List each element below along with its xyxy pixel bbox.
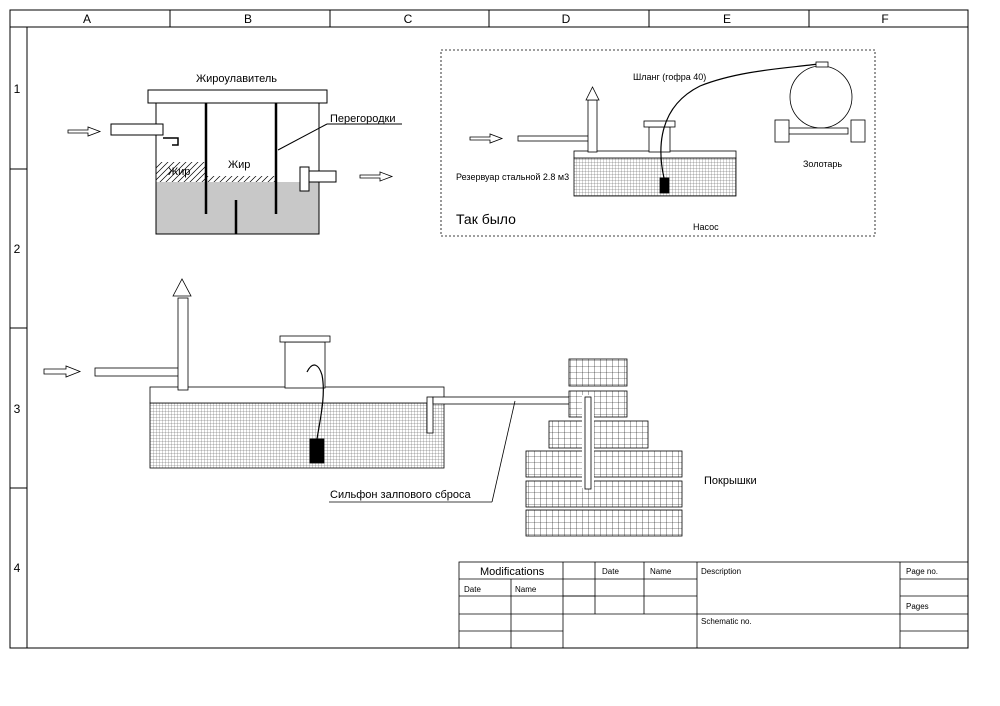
tire xyxy=(568,390,628,418)
tire xyxy=(525,509,683,537)
row-labels: 1 2 3 4 xyxy=(14,82,21,575)
arrow-right-icon xyxy=(43,365,82,378)
row-label: 4 xyxy=(14,561,21,575)
column-label: F xyxy=(881,12,888,26)
tire xyxy=(525,450,683,478)
fat-label-right: Жир xyxy=(228,159,250,171)
pages-header: Pages xyxy=(906,602,929,611)
column-label: B xyxy=(244,12,252,26)
arrow-right-icon xyxy=(469,133,504,144)
arrow-up-icon xyxy=(585,86,600,101)
row-label: 1 xyxy=(14,82,21,96)
tire xyxy=(525,480,683,508)
schematic-no-header: Schematic no. xyxy=(701,617,752,626)
date-header-2: Date xyxy=(602,567,619,576)
arrow-right-icon xyxy=(67,126,102,137)
row-label: 2 xyxy=(14,242,21,256)
title-block xyxy=(458,561,969,649)
row-label: 3 xyxy=(14,402,21,416)
column-label: D xyxy=(562,12,571,26)
before-caption: Так было xyxy=(456,211,516,227)
truck-label: Золотарь xyxy=(803,159,842,169)
tires-label: Покрышки xyxy=(704,475,757,487)
tire-stack xyxy=(525,358,683,537)
main-scheme xyxy=(43,278,592,503)
name-header: Name xyxy=(515,585,537,594)
tire xyxy=(568,358,628,387)
grease-trap xyxy=(110,89,402,235)
column-label: C xyxy=(404,12,413,26)
arrow-right-icon xyxy=(359,171,394,182)
modifications-header: Modifications xyxy=(480,566,545,578)
description-header: Description xyxy=(701,567,741,576)
name-header-2: Name xyxy=(650,567,672,576)
fat-label-left: Жир xyxy=(168,166,190,178)
arrow-up-icon xyxy=(172,278,192,297)
bellows-label: Сильфон залпового сброса xyxy=(330,489,472,501)
date-header: Date xyxy=(464,585,481,594)
before-scheme xyxy=(469,61,866,197)
column-label: E xyxy=(723,12,731,26)
page-no-header: Page no. xyxy=(906,567,938,576)
pump-label: Насос xyxy=(693,222,719,232)
tank-label: Резервуар стальной 2.8 м3 xyxy=(456,172,569,182)
column-label: A xyxy=(83,12,91,26)
column-labels: A B C D E F xyxy=(83,12,889,26)
flow-arrows-top xyxy=(67,126,394,182)
partitions-label: Перегородки xyxy=(330,113,396,125)
tire xyxy=(548,420,649,449)
hose-label: Шланг (гофра 40) xyxy=(633,72,706,82)
grease-trap-title: Жироулавитель xyxy=(196,73,277,85)
before-panel xyxy=(440,49,876,237)
